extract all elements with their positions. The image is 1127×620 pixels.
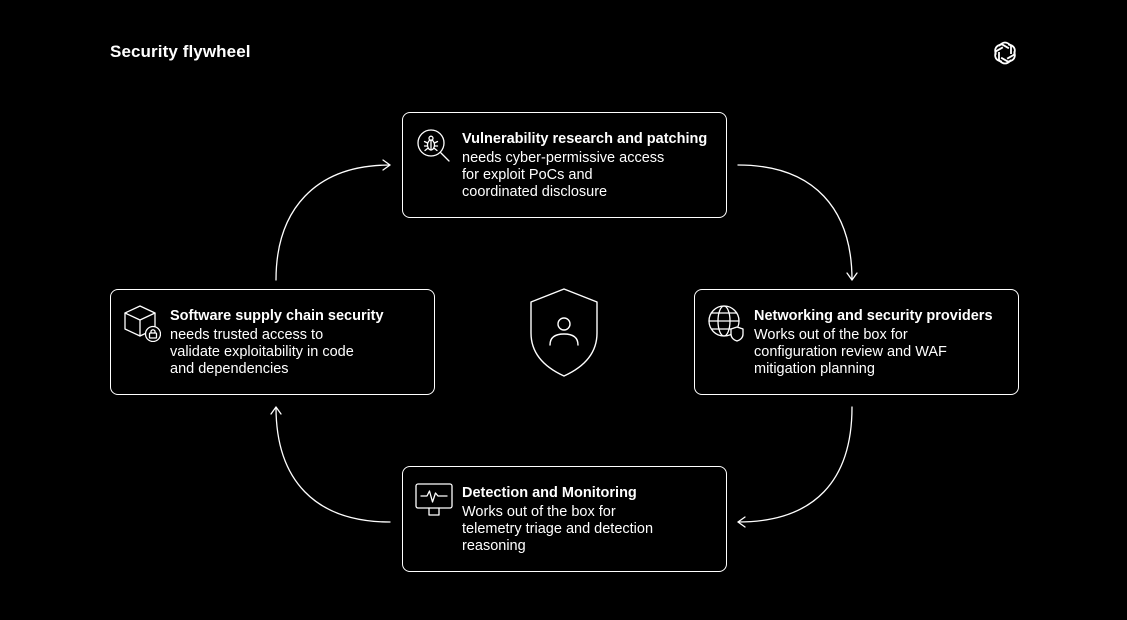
node-description: needs trusted access to validate exploit… <box>170 327 354 377</box>
bug-magnifier-icon <box>417 129 450 162</box>
page-title: Security flywheel <box>110 42 251 61</box>
node-detection-monitoring: Detection and Monitoring Works out of th… <box>402 466 727 572</box>
arrow-bottom-to-left <box>270 406 391 523</box>
node-description: needs cyber-permissive access for exploi… <box>462 150 665 200</box>
node-description: Works out of the box for configuration r… <box>754 327 947 377</box>
package-lock-icon <box>124 305 161 342</box>
arrow-right-to-bottom <box>737 406 853 528</box>
node-networking-security: Networking and security providers Works … <box>694 289 1019 395</box>
arrow-top-to-right <box>737 164 858 281</box>
node-title: Vulnerability research and patching <box>462 131 708 147</box>
shield-user-icon <box>530 288 598 377</box>
node-title: Software supply chain security <box>170 308 384 324</box>
node-title: Networking and security providers <box>754 308 993 324</box>
node-title: Detection and Monitoring <box>462 485 637 501</box>
globe-shield-icon <box>708 305 744 342</box>
arrow-left-to-top <box>275 159 391 281</box>
openai-logo-icon <box>994 41 1016 65</box>
node-software-supply-chain: Software supply chain security needs tru… <box>110 289 435 395</box>
node-description: Works out of the box for telemetry triag… <box>462 504 654 554</box>
node-vulnerability-research: Vulnerability research and patching need… <box>402 112 727 218</box>
monitor-pulse-icon <box>415 483 453 516</box>
